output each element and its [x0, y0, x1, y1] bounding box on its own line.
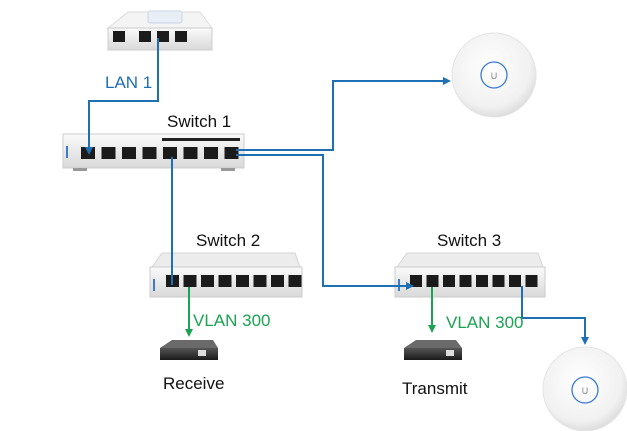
switch-port [271, 275, 284, 287]
switch-3 [394, 252, 546, 298]
router-port [175, 31, 187, 42]
switch-3-top [396, 252, 544, 268]
switch-port [443, 275, 455, 287]
access-point-1: U [451, 32, 537, 118]
links [85, 38, 589, 345]
switch-1-foot [221, 168, 235, 171]
vlan-transmit-label: VLAN 300 [446, 313, 524, 332]
switch-port [288, 275, 302, 287]
switch-1 [62, 133, 245, 171]
switch-port [142, 147, 157, 159]
vlan-links [185, 287, 436, 337]
switch-port [476, 275, 488, 287]
transmitter-top [404, 340, 462, 348]
receiver-body [160, 348, 218, 360]
switch-port [426, 275, 439, 287]
access-point-1-ring [480, 61, 508, 89]
switch-2-ports [166, 275, 302, 287]
switch-2-led [153, 279, 155, 291]
switch-3-label: Switch 3 [437, 231, 502, 250]
switch-1-label: Switch 1 [167, 112, 232, 131]
ubiquiti-logo-icon: U [491, 71, 498, 81]
switch-1-foot [73, 168, 87, 171]
vlan-receive-label: VLAN 300 [193, 311, 271, 330]
switch-3-ports [410, 275, 538, 287]
switch-port [204, 147, 218, 159]
link-lan1 [85, 38, 159, 155]
switch-port [224, 147, 239, 159]
switch-2 [149, 252, 303, 298]
receive-label: Receive [163, 374, 225, 393]
switch-port [509, 275, 521, 287]
access-point-2-ring [571, 376, 599, 404]
access-point-2: U [542, 346, 627, 431]
hdmi-transmitter [404, 340, 462, 360]
access-point-1-body [451, 32, 537, 118]
switch-2-label: Switch 2 [196, 231, 261, 250]
hdmi-receiver [160, 340, 218, 360]
switch-port [201, 275, 214, 287]
switch-port [492, 275, 505, 287]
transmitter-port [446, 350, 454, 356]
switch-port [183, 147, 198, 159]
switch-port [525, 275, 538, 287]
switch-port [183, 275, 197, 287]
switch-port [122, 147, 136, 159]
switch-port [218, 275, 232, 287]
switch-port [101, 147, 116, 159]
receiver-top [160, 340, 218, 348]
lan1-label: LAN 1 [105, 73, 153, 92]
router-port [157, 31, 169, 42]
switch-1-poe-bar [162, 138, 240, 141]
switch-port [459, 275, 472, 287]
gateway-router [106, 10, 213, 51]
access-point-2-body [542, 346, 627, 431]
link-switch3-ap2 [521, 286, 589, 345]
switch-2-top [151, 252, 301, 268]
switch-port [253, 275, 267, 287]
switch-port [163, 147, 177, 159]
router-led-panel [147, 10, 183, 24]
switch-port [236, 275, 249, 287]
receiver-port [198, 350, 206, 356]
router-port [113, 31, 125, 42]
ubiquiti-logo-icon: U [582, 386, 589, 396]
router-port [139, 31, 151, 42]
link-switch1-switch3 [236, 154, 414, 290]
switch-1-led [66, 146, 68, 158]
link-switch1-ap1 [236, 77, 451, 151]
transmit-label: Transmit [402, 379, 468, 398]
